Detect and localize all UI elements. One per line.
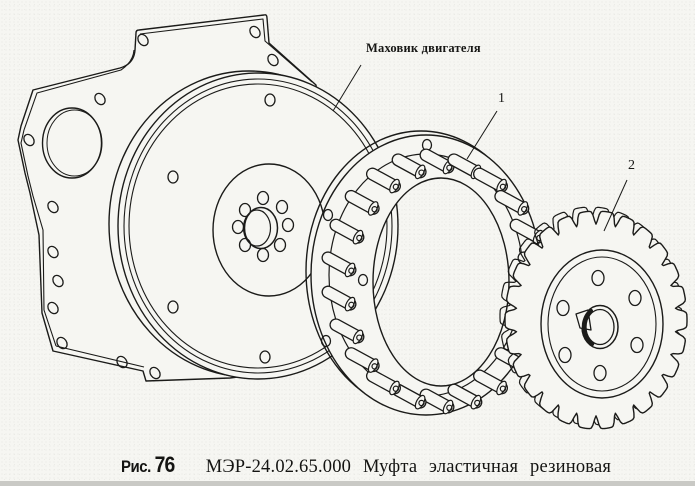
rubber-stud (494, 189, 530, 216)
flywheel-face-hole (259, 350, 271, 364)
hub-bolt-hole (630, 336, 644, 354)
stud-pin (499, 183, 507, 191)
housing-bolt-hole (47, 301, 59, 315)
rubber-stud (391, 153, 427, 180)
stud-end-cap (344, 262, 356, 278)
hub-bolt-hole (256, 247, 270, 263)
ring-flange-hole (322, 208, 334, 222)
rubber-stud (365, 369, 401, 396)
rubber-stud (321, 285, 357, 312)
stud-pin (371, 206, 378, 213)
housing-bolt-hole (94, 92, 106, 106)
housing-bolt-hole (137, 33, 149, 47)
rubber-stud (344, 189, 380, 216)
hub-bolt-hole (628, 289, 642, 307)
hub-bolt-hole (275, 199, 289, 215)
stud-end-cap (367, 201, 379, 216)
scan-edge-band (0, 481, 695, 486)
rubber-stud (329, 318, 365, 345)
figure-caption: Рис. 76 МЭР-24.02.65.000 Муфта эластична… (121, 452, 611, 478)
rubber-stud (391, 383, 427, 410)
part-1-leader-line (466, 110, 498, 160)
stud-pin (356, 334, 363, 341)
housing-bolt-hole (249, 25, 261, 39)
stud-pin (499, 385, 507, 392)
housing-bolt-hole (56, 336, 68, 350)
bore-shading (581, 308, 595, 347)
housing-bolt-hole (116, 355, 128, 369)
part-2-callout-number: 2 (628, 158, 635, 173)
housing-bolt-hole (47, 200, 59, 214)
rubber-stud (447, 383, 483, 410)
hub-bolt-hole (231, 219, 245, 235)
caption-text: МЭР-24.02.65.000 Муфта эластичная резино… (205, 457, 612, 477)
stud-end-cap (389, 380, 400, 396)
hub-bolt-hole (558, 346, 572, 364)
rubber-stud (473, 369, 509, 396)
stud-end-cap (414, 164, 426, 180)
stud-pin (392, 183, 400, 191)
stud-pin (348, 267, 355, 274)
stud-pin (356, 234, 363, 242)
flywheel-leader-line (332, 64, 362, 112)
stud-pin (348, 301, 355, 309)
flywheel-face-hole (264, 93, 276, 107)
stud-end-cap (389, 178, 400, 194)
stud-pin (474, 399, 481, 407)
stud-pin (418, 169, 425, 176)
hub-bolt-hole (556, 299, 570, 317)
gear-back-edge (499, 206, 683, 426)
stud-pin (446, 164, 453, 171)
stud-end-cap (442, 399, 454, 415)
hub-bolt-hole (593, 364, 607, 382)
figure-number: Рис. 76 (121, 452, 176, 478)
flywheel-hole-through-ring (357, 273, 369, 287)
stud-end-cap (352, 329, 364, 345)
stud-pin (521, 206, 528, 213)
stud-end-cap (352, 229, 364, 245)
stud-pin (418, 399, 425, 407)
stud-end-cap (517, 201, 529, 216)
figure-num: 76 (154, 452, 176, 477)
hub-bolt-hole (238, 237, 252, 253)
flywheel-callout-label: Маховик двигателя (366, 41, 481, 55)
housing-bolt-hole (267, 53, 279, 67)
coupling-hub-part-2 (499, 206, 688, 430)
hub-bolt-hole (591, 269, 605, 287)
hub-face-outer (540, 249, 664, 399)
stud-end-cap (496, 380, 507, 396)
hub-bolt-hole (256, 190, 270, 206)
housing-bolt-hole (23, 133, 35, 147)
housing-bolt-hole (149, 366, 161, 380)
hub-bolt-hole (281, 217, 295, 233)
stud-pin (392, 385, 400, 392)
rubber-stud (321, 251, 357, 278)
rubber-stud (419, 388, 455, 415)
part-2-leader-line (603, 179, 628, 232)
figure-word: Рис. (121, 457, 151, 476)
hub-bolt-hole (273, 237, 287, 253)
stud-end-cap (344, 296, 356, 312)
hub-bolt-hole (238, 202, 252, 218)
housing-bolt-hole (47, 245, 59, 259)
callout-leader-lines (332, 64, 628, 232)
part-1-callout-number: 1 (498, 91, 505, 106)
flywheel-face-hole (167, 300, 179, 314)
rubber-stud (344, 347, 380, 373)
rubber-stud (329, 218, 365, 245)
housing-bolt-hole (52, 274, 64, 288)
ring-flange-hole (320, 334, 332, 348)
stud-pin (371, 363, 378, 370)
stud-end-cap (414, 394, 426, 410)
stud-end-cap (470, 394, 482, 410)
rubber-stud (473, 167, 509, 194)
stud-pin (446, 404, 453, 411)
flywheel-face-hole (167, 170, 179, 184)
stud-end-cap (367, 358, 379, 373)
rubber-stud (365, 167, 401, 194)
hub-face-inner (547, 256, 657, 392)
